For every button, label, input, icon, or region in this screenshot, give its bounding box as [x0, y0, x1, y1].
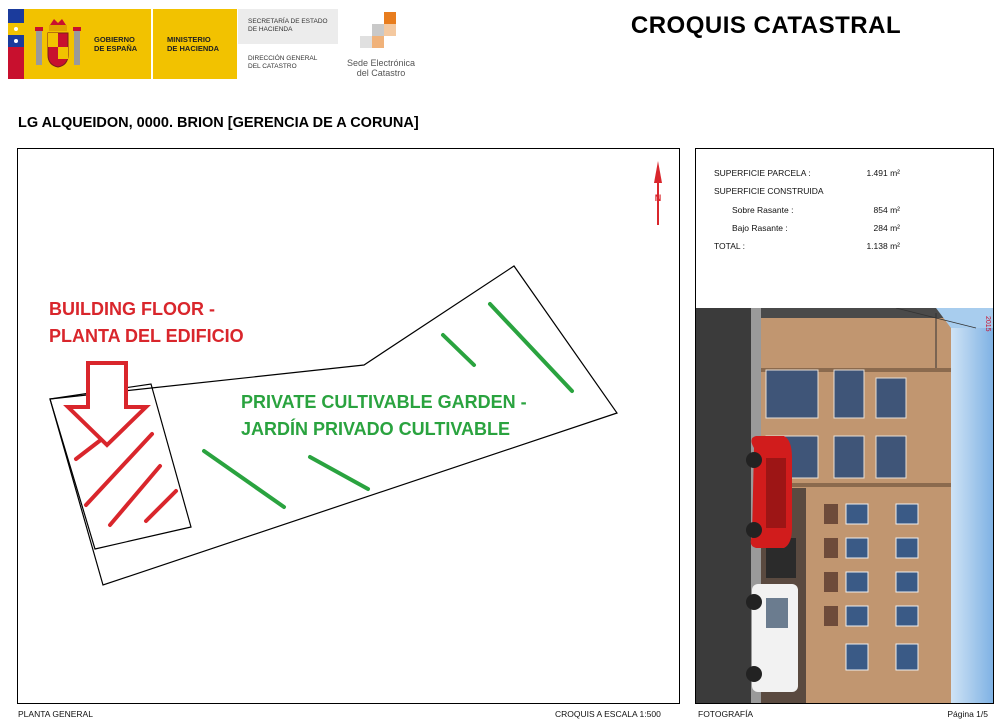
building-hatch [74, 432, 178, 527]
gobierno-logo: GOBIERNO DE ESPAÑA [24, 9, 151, 79]
building-annotation: BUILDING FLOOR - PLANTA DEL EDIFICIO [49, 299, 244, 346]
down-arrow-icon [63, 361, 151, 448]
superficie-parcela-label: SUPERFICIE PARCELA : [714, 168, 811, 178]
document-title: CROQUIS CATASTRAL [630, 12, 902, 39]
superficie-construida-label: SUPERFICIE CONSTRUIDA [714, 186, 824, 196]
superficie-parcela-value: 1.491 m² [866, 168, 900, 178]
bajo-rasante-label: Bajo Rasante : [732, 223, 788, 233]
footer-photo-label: FOTOGRAFÍA [698, 709, 754, 719]
total-value: 1.138 m² [866, 241, 900, 251]
garden-annotation: PRIVATE CULTIVABLE GARDEN - JARDÍN PRIVA… [241, 392, 527, 439]
north-label: N [655, 193, 662, 203]
gobierno-text: GOBIERNO DE ESPAÑA [94, 35, 138, 53]
parcel-outline [49, 265, 618, 586]
sobre-rasante-label: Sobre Rasante : [732, 205, 794, 215]
footer-planta-general: PLANTA GENERAL [18, 709, 93, 719]
parcel-sketch: N [49, 161, 662, 586]
direccion-text: DIRECCIÓN GENERAL DEL CATASTRO [248, 55, 318, 70]
photo-year: 2015 [984, 316, 991, 332]
total-label: TOTAL : [714, 241, 746, 251]
white-van-icon [746, 584, 798, 692]
ministerio-text: MINISTERIO DE HACIENDA [167, 35, 220, 53]
secretaria-box: SECRETARÍA DE ESTADO DE HACIENDA [238, 9, 338, 44]
plan-frame: N BUILDING FLOOR - PLANTA DEL EDIFICIO P… [17, 148, 680, 704]
sede-electronica-text: Sede Electrónica del Catastro [346, 58, 416, 78]
sede-catastro-logo-icon [360, 12, 396, 48]
sobre-rasante-value: 854 m² [873, 205, 900, 215]
red-car-icon [746, 436, 792, 548]
north-arrow-icon: N [654, 161, 662, 225]
garden-hatch [202, 302, 574, 509]
ministerio-logo: MINISTERIO DE HACIENDA [153, 9, 237, 79]
coat-of-arms-icon [35, 19, 81, 68]
bajo-rasante-value: 284 m² [873, 223, 900, 233]
secretaria-text: SECRETARÍA DE ESTADO DE HACIENDA [248, 18, 328, 33]
footer-scale: CROQUIS A ESCALA 1:500 [555, 709, 661, 719]
building-photo: 2015 [696, 308, 993, 703]
footer-page-number: Página 1/5 [947, 709, 988, 719]
surfaces-panel: SUPERFICIE PARCELA : 1.491 m² SUPERFICIE… [695, 148, 994, 704]
spain-flag-stripe [8, 9, 24, 79]
parcel-address: LG ALQUEIDON, 0000. BRION [GERENCIA DE A… [18, 115, 419, 131]
